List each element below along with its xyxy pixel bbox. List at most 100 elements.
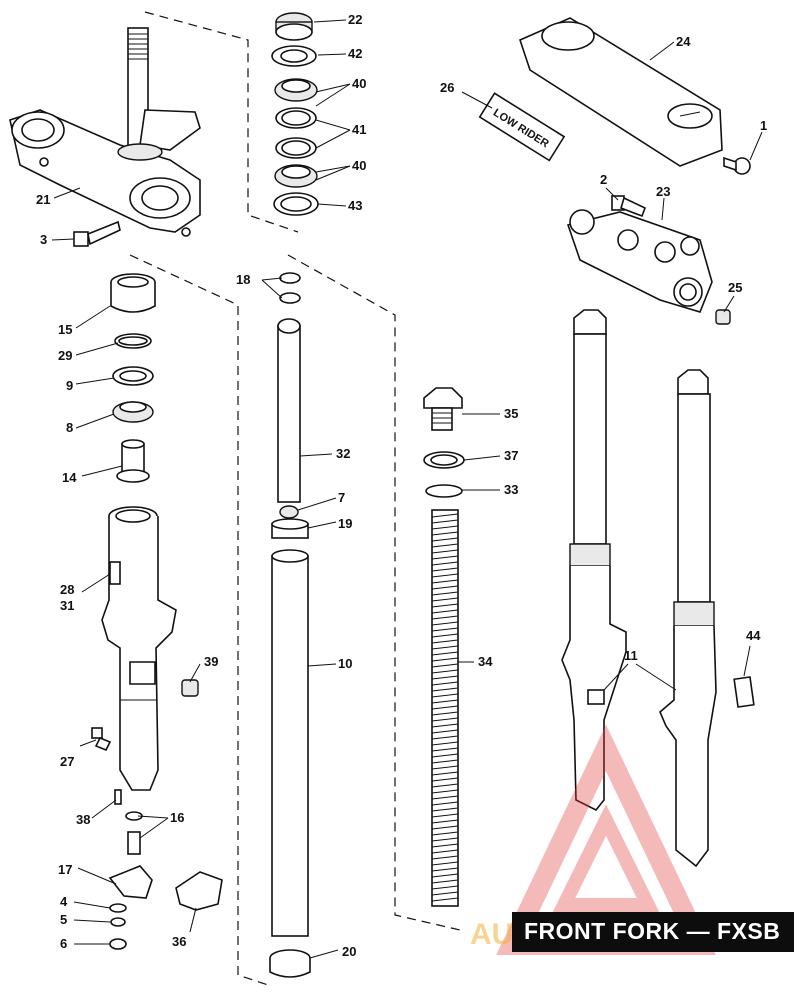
spring-coil xyxy=(431,795,459,800)
plug-part-39 xyxy=(181,679,199,697)
callout-29: 29 xyxy=(58,348,72,363)
callout-8: 8 xyxy=(66,420,73,435)
washer-part-9 xyxy=(112,366,154,386)
bolt-part-3 xyxy=(73,220,121,247)
callout-32: 32 xyxy=(336,446,350,461)
spring-coil xyxy=(431,759,459,764)
spring-coil xyxy=(431,561,459,566)
spring-coil xyxy=(431,837,459,842)
spring-coil xyxy=(431,675,459,680)
upper-bracket-part-24 xyxy=(519,17,723,167)
spring-coil xyxy=(431,765,459,770)
callout-39: 39 xyxy=(204,654,218,669)
spring-coil xyxy=(431,645,459,650)
o-ring-part-33 xyxy=(425,484,463,498)
spring-coil xyxy=(431,681,459,686)
spacer-part-14 xyxy=(116,439,150,483)
spring-coil xyxy=(431,615,459,620)
spring-coil xyxy=(431,567,459,572)
callout-6: 6 xyxy=(60,936,67,951)
spring-coil xyxy=(431,657,459,662)
callout-38: 38 xyxy=(76,812,90,827)
callout-18: 18 xyxy=(236,272,250,287)
fork-spring-part-34 xyxy=(431,509,459,907)
screw-part-1 xyxy=(723,156,751,175)
washer-part-5 xyxy=(110,917,126,927)
title-bar xyxy=(512,912,794,952)
spring-coil xyxy=(431,573,459,578)
diagram-title: FRONT FORK — FXSB xyxy=(524,918,781,944)
riser-bracket-part-23 xyxy=(566,209,713,313)
callout-11: 11 xyxy=(624,648,638,663)
spring-coil xyxy=(431,729,459,734)
spring-coil xyxy=(431,825,459,830)
callout-10: 10 xyxy=(338,656,352,671)
spring-coil xyxy=(431,753,459,758)
spring-coil xyxy=(431,543,459,548)
spring-coil xyxy=(431,849,459,854)
spring-coil xyxy=(431,519,459,524)
plug-bolt-part-35 xyxy=(423,387,463,431)
callout-14: 14 xyxy=(62,470,77,485)
spring-coil xyxy=(431,633,459,638)
spring-coil xyxy=(431,597,459,602)
spring-coil xyxy=(431,525,459,530)
leader-lines xyxy=(51,19,763,959)
spring-coil xyxy=(431,609,459,614)
spring-coil xyxy=(431,873,459,878)
spring-coil xyxy=(431,549,459,554)
spring-coil xyxy=(431,819,459,824)
spring-coil xyxy=(431,663,459,668)
spring-coil xyxy=(431,831,459,836)
spring-coil xyxy=(431,789,459,794)
bushing-part-19 xyxy=(271,518,309,539)
spring-coil xyxy=(431,693,459,698)
callout-43: 43 xyxy=(348,198,362,213)
spring-coil xyxy=(431,783,459,788)
spring-coil xyxy=(431,627,459,632)
spring-coil xyxy=(431,531,459,536)
cap-part-17 xyxy=(108,865,153,899)
fork-stem-lower-bracket xyxy=(9,27,201,237)
callout-24: 24 xyxy=(676,34,691,49)
spring-coil xyxy=(431,867,459,872)
spring-coil xyxy=(431,735,459,740)
callout-21: 21 xyxy=(36,192,50,207)
callout-labels: 22 42 40 41 40 43 24 26 1 2 23 25 21 3 1… xyxy=(36,12,767,959)
spring-coil xyxy=(431,885,459,890)
callout-35: 35 xyxy=(504,406,518,421)
callout-17: 17 xyxy=(58,862,72,877)
spring-coil xyxy=(431,879,459,884)
spring-coil xyxy=(431,777,459,782)
bolt-part-2 xyxy=(611,195,647,218)
callout-28: 28 xyxy=(60,582,74,597)
spring-coil xyxy=(431,771,459,776)
spring-coil xyxy=(431,603,459,608)
callout-26: 26 xyxy=(440,80,454,95)
ring-part-7 xyxy=(279,505,299,519)
spring-coil xyxy=(431,621,459,626)
fork-slider-part-28 xyxy=(101,506,177,791)
spring-coil xyxy=(431,651,459,656)
bushing-part-20 xyxy=(269,949,311,978)
damper-tube-part-32 xyxy=(277,318,301,503)
spring-coil xyxy=(431,801,459,806)
spring-coil xyxy=(431,537,459,542)
spring-coil xyxy=(431,639,459,644)
spring-coil xyxy=(431,843,459,848)
callout-3: 3 xyxy=(40,232,47,247)
spring-coil xyxy=(431,585,459,590)
setscrew-part-25 xyxy=(715,309,731,325)
spring-coil xyxy=(431,705,459,710)
spring-coil xyxy=(431,711,459,716)
spring-coil xyxy=(431,579,459,584)
spring-coil xyxy=(431,897,459,902)
callout-40-lower: 40 xyxy=(352,158,366,173)
callout-40-upper: 40 xyxy=(352,76,366,91)
spring-coil xyxy=(431,723,459,728)
assembly-guide-lines xyxy=(129,11,461,986)
nut-part-6 xyxy=(109,938,127,950)
callout-4: 4 xyxy=(60,894,68,909)
callout-5: 5 xyxy=(60,912,67,927)
